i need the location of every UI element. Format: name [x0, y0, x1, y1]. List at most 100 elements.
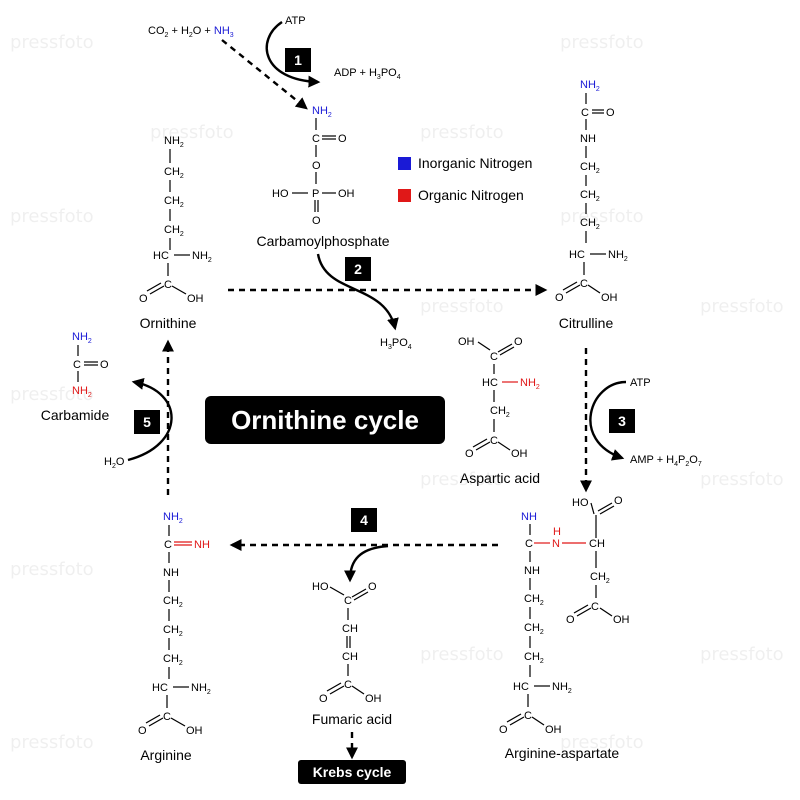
atom-label: C [525, 538, 533, 550]
atom-label: O [368, 581, 377, 593]
legend-swatch-red [398, 189, 411, 202]
step-3-badge [609, 409, 635, 433]
atom-label: CH2 [580, 189, 600, 203]
atom-label: OH [613, 614, 630, 626]
atom-label: C [490, 351, 498, 363]
atom-label: N [552, 538, 560, 550]
atom-label: HC [569, 249, 585, 261]
atom-label: C [344, 679, 352, 691]
legend-label: Organic Nitrogen [418, 187, 524, 203]
atom-label: HC [482, 377, 498, 389]
atom-label: O [100, 359, 109, 371]
watermark-layer: pressfoto pressfoto pressfoto pressfoto … [10, 32, 784, 753]
atom-label: O [138, 725, 147, 737]
atom-label: OH [186, 725, 203, 737]
carbamoylphosphate-structure: NH2 C O O HO P OH O Carbamoylphosphate [256, 105, 389, 249]
atom-label: CH2 [524, 651, 544, 665]
atom-label: CH2 [580, 161, 600, 175]
atom-label: O [139, 293, 148, 305]
compound-name: Fumaric acid [312, 711, 392, 727]
atom-label: HC [513, 681, 529, 693]
watermark: pressfoto [150, 122, 234, 143]
watermark: pressfoto [10, 206, 94, 227]
atom-label: HO [272, 188, 289, 200]
atom-label: O [499, 724, 508, 736]
step-5-badge [134, 410, 160, 434]
watermark: pressfoto [700, 296, 784, 317]
arginine-aspartate-structure: HO O NH C H N CH NH CH2 CH2 CH2 HC NH2 C… [499, 495, 630, 761]
watermark: pressfoto [560, 32, 644, 53]
atom-label: O [338, 133, 347, 145]
atom-label: O [319, 693, 328, 705]
atom-label: O [614, 495, 623, 507]
atom-label: C [164, 279, 172, 291]
atp-label: ATP [630, 377, 651, 389]
atom-label: NH2 [580, 79, 600, 93]
atom-label: NH2 [520, 377, 540, 391]
h3po4-curve-arrow [316, 253, 399, 331]
step-number: 1 [294, 52, 302, 68]
watermark: pressfoto [10, 732, 94, 753]
watermark: pressfoto [10, 384, 94, 405]
krebs-cycle-label: Krebs cycle [313, 764, 392, 780]
atom-label: C [163, 711, 171, 723]
compound-name: Carbamoylphosphate [256, 233, 389, 249]
atom-label: CH2 [163, 653, 183, 667]
compound-name: Citrulline [559, 315, 614, 331]
atom-label: O [555, 292, 564, 304]
atom-label: CH [589, 538, 605, 550]
fumaric-acid-structure: HO C O CH CH C O OH Fumaric acid [312, 581, 392, 760]
atom-label: CH [342, 623, 358, 635]
reaction-2: 2 H3PO4 [228, 253, 548, 351]
reaction-3: ATP 3 AMP + H4P2O7 [580, 348, 702, 493]
citrulline-structure: NH2 C O NH CH2 CH2 CH2 HC NH2 C O OH Cit… [555, 79, 628, 331]
atom-label: CH2 [164, 195, 184, 209]
atom-label: HO [312, 581, 329, 593]
legend-label: Inorganic Nitrogen [418, 155, 532, 171]
ornithine-structure: NH2 CH2 CH2 CH2 HC NH2 C O OH Ornithine [139, 135, 212, 331]
step-number: 5 [143, 414, 151, 430]
legend-swatch-blue [398, 157, 411, 170]
atom-label: C [490, 435, 498, 447]
atom-label: CH [342, 651, 358, 663]
compound-name: Ornithine [140, 315, 197, 331]
atom-label: H [553, 526, 561, 538]
watermark: pressfoto [700, 644, 784, 665]
atom-label: OH [338, 188, 355, 200]
atp-curve-arrow [265, 21, 321, 88]
step-number: 2 [354, 261, 362, 277]
atom-label: NH [163, 567, 179, 579]
atom-label: C [73, 359, 81, 371]
krebs-background [298, 760, 406, 784]
atom-label: NH [194, 539, 210, 551]
atom-label: HC [153, 250, 169, 262]
step-number: 4 [360, 512, 368, 528]
atom-label: NH2 [312, 105, 332, 119]
atom-label: C [581, 107, 589, 119]
atom-label: CH2 [524, 593, 544, 607]
h3po4-label: H3PO4 [380, 337, 412, 351]
atom-label: OH [365, 693, 382, 705]
watermark: pressfoto [420, 296, 504, 317]
atom-label: CH2 [163, 595, 183, 609]
atom-label: O [566, 614, 575, 626]
atom-label: HC [152, 682, 168, 694]
atom-label: C [344, 595, 352, 607]
diagram-title: Ornithine cycle [231, 405, 419, 435]
adp-label: ADP + H3PO4 [334, 67, 401, 81]
atom-label: HO [572, 497, 589, 509]
reaction-4: 4 [229, 508, 498, 583]
watermark: pressfoto [420, 122, 504, 143]
atom-label: O [312, 215, 321, 227]
amp-label: AMP + H4P2O7 [630, 454, 702, 468]
title-background [205, 396, 445, 444]
atom-label: O [312, 160, 321, 172]
compound-name: Arginine-aspartate [505, 745, 620, 761]
atom-label: NH2 [72, 331, 92, 345]
watermark: pressfoto [420, 644, 504, 665]
step-1-badge [285, 48, 311, 72]
atom-label: OH [545, 724, 562, 736]
carbamide-curve-arrow [127, 377, 173, 462]
atom-label: NH2 [552, 681, 572, 695]
